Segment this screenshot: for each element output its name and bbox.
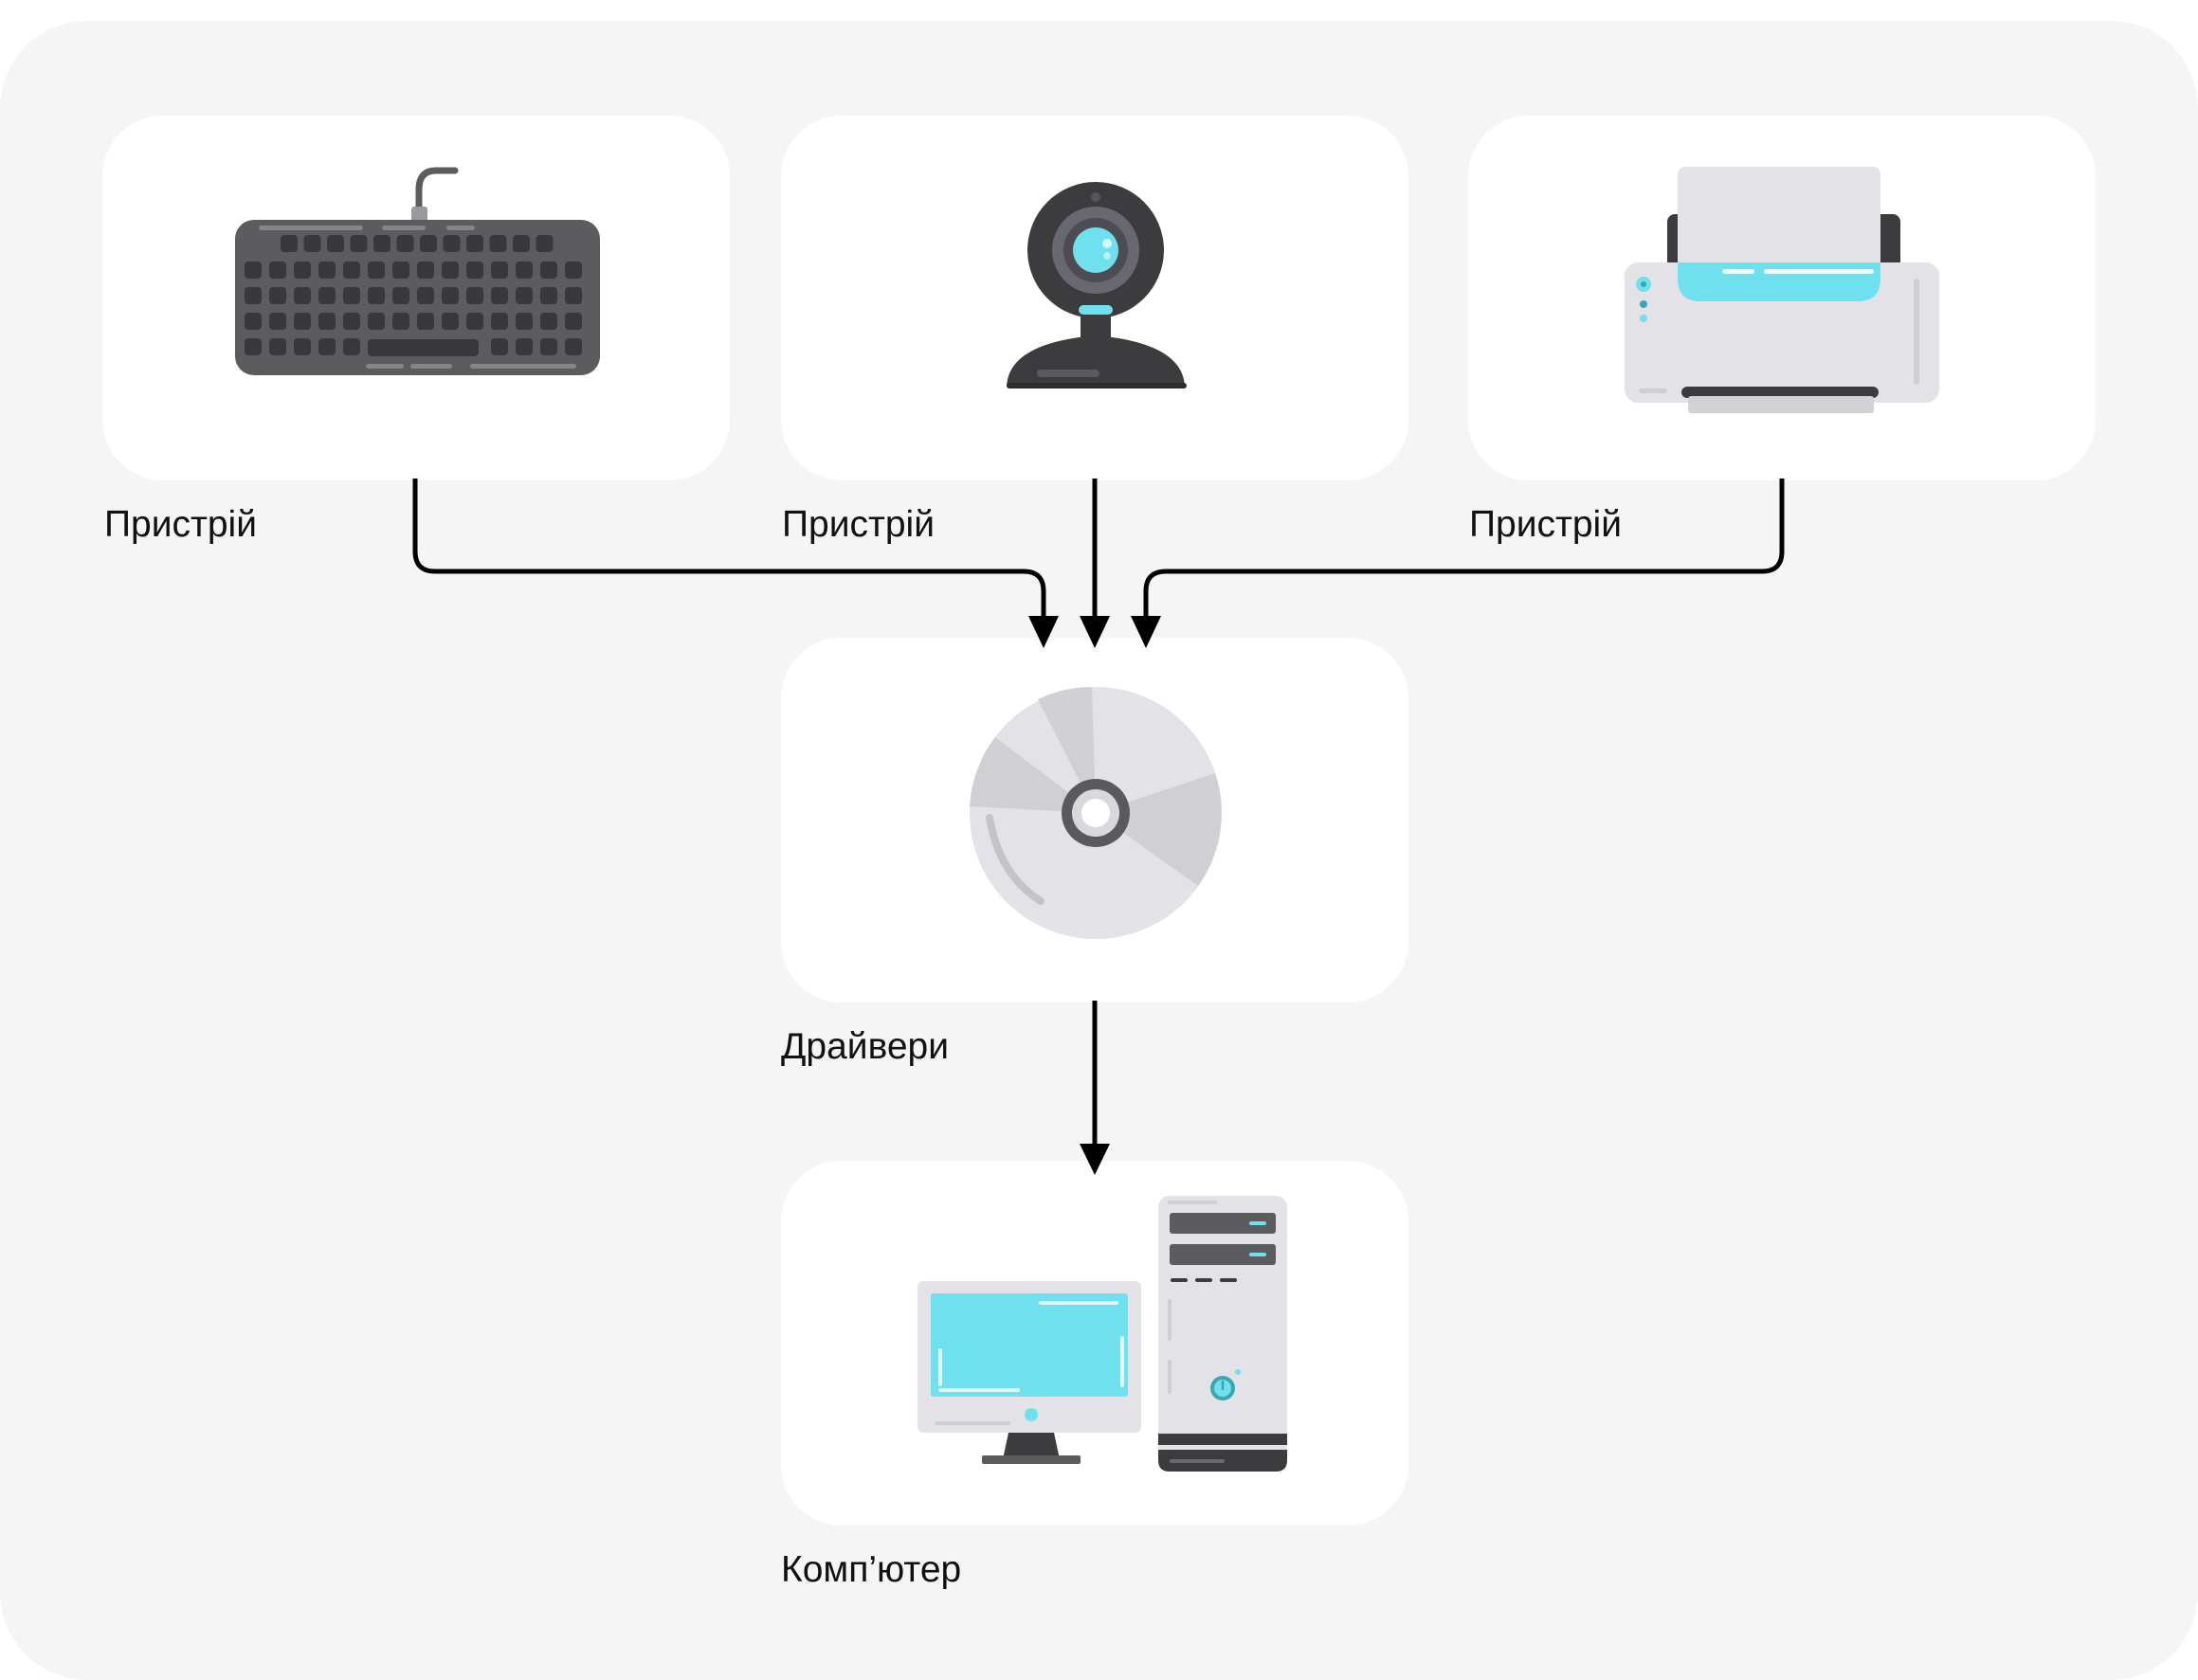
computer-label: Комп’ютер — [781, 1549, 962, 1590]
keyboard-card — [102, 116, 730, 480]
computer-card — [781, 1161, 1408, 1526]
webcam-card — [781, 116, 1408, 480]
device-label-keyboard: Пристрій — [104, 504, 258, 545]
keyboard-icon — [235, 167, 600, 375]
printer-icon — [1625, 167, 1939, 413]
arrowhead-webcam — [1080, 616, 1110, 648]
printer-card — [1468, 116, 2096, 480]
arrow-keyboard-to-drivers — [412, 479, 1046, 618]
drivers-label: Драйвери — [781, 1026, 950, 1067]
desktop-computer-icon — [917, 1196, 1287, 1472]
webcam-icon — [1007, 182, 1187, 388]
drivers-card — [781, 638, 1408, 1003]
device-label-printer: Пристрій — [1469, 504, 1623, 545]
arrow-printer-to-drivers — [1143, 479, 1785, 618]
arrowhead-keyboard — [1028, 616, 1059, 648]
arrowhead-printer — [1131, 616, 1161, 648]
device-label-webcam: Пристрій — [782, 504, 936, 545]
arrowhead-computer — [1080, 1144, 1110, 1175]
disc-icon — [970, 687, 1222, 939]
